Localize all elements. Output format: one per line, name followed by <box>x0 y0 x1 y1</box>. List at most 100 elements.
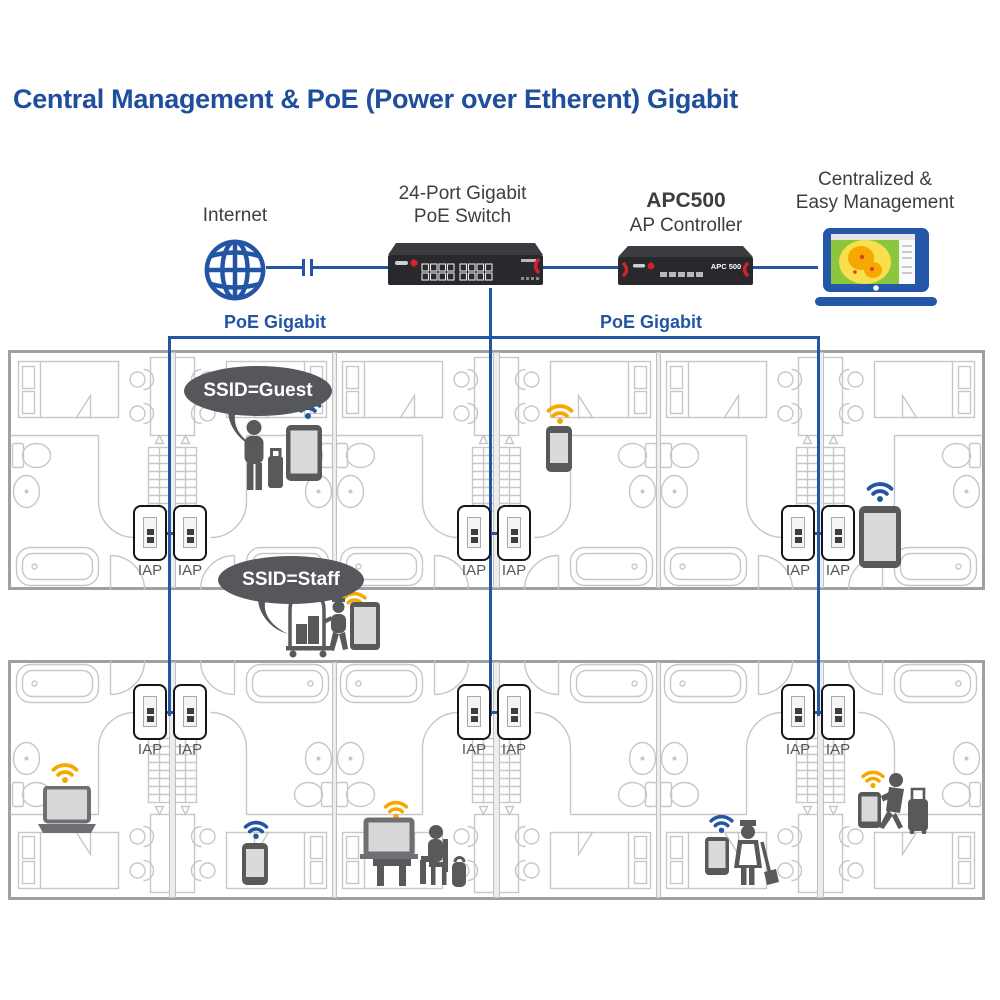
iap-label: IAP <box>825 562 851 579</box>
iap-stub-upper-right <box>808 532 829 535</box>
iap-label: IAP <box>461 741 487 758</box>
poe-drop-middle <box>489 288 492 716</box>
iap-device <box>497 684 531 740</box>
iap-device <box>781 505 815 561</box>
iap-device-face <box>791 696 805 727</box>
iap-upper-right-1: IAP <box>781 505 815 579</box>
iap-label: IAP <box>785 741 811 758</box>
iap-device-face <box>831 696 845 727</box>
iap-label: IAP <box>461 562 487 579</box>
person-at-desk-with-laptop <box>360 817 466 887</box>
iap-device-face <box>467 696 481 727</box>
traveler-with-phone-and-luggage <box>858 773 928 834</box>
iap-upper-left-1: IAP <box>133 505 167 579</box>
smartphone-icon <box>546 426 572 472</box>
iap-lower-left-1: IAP <box>133 684 167 758</box>
iap-lower-right-2: IAP <box>821 684 855 758</box>
iap-device-face <box>183 696 197 727</box>
ssid-staff-bubble: SSID=Staff <box>218 556 364 604</box>
wifi-heatmap-screen <box>831 240 899 284</box>
link-switch-to-controller <box>541 266 620 269</box>
ssid-staff-text: SSID=Staff <box>242 569 340 590</box>
iap-device-face <box>143 517 157 548</box>
iap-device <box>133 684 167 740</box>
tablet-icon <box>705 837 729 875</box>
wifi-signal-icon-blue <box>709 814 734 833</box>
iap-device-face <box>507 517 521 548</box>
iap-device <box>821 684 855 740</box>
link-break-bar-1 <box>302 259 305 276</box>
iap-upper-middle-2: IAP <box>497 505 531 579</box>
iap-label: IAP <box>501 741 527 758</box>
switch-label-line1: 24-Port Gigabit <box>398 183 527 204</box>
iap-device-face <box>507 696 521 727</box>
controller-label: APC500 AP Controller <box>600 188 772 237</box>
wifi-signal-icon-orange <box>546 404 574 424</box>
wifi-signal-icon-orange <box>51 763 79 783</box>
poe-bus-line <box>168 336 820 339</box>
management-laptop <box>815 228 937 306</box>
ssid-guest-bubble: SSID=Guest <box>184 366 332 416</box>
ssid-guest-text: SSID=Guest <box>203 380 313 401</box>
iap-label: IAP <box>137 741 163 758</box>
switch-label: 24-Port Gigabit PoE Switch <box>375 182 550 228</box>
ssid-guest-bubble-tail <box>228 410 258 448</box>
poe-drop-right <box>817 336 820 716</box>
iap-device-face <box>467 517 481 548</box>
iap-lower-right-1: IAP <box>781 684 815 758</box>
iap-device-face <box>831 517 845 548</box>
wifi-signal-icon-orange <box>861 770 885 789</box>
wifi-signal-icon-blue <box>866 482 894 502</box>
iap-device <box>781 684 815 740</box>
poe-gigabit-label-right: PoE Gigabit <box>599 312 702 332</box>
apc500-controller-device: APC 500 <box>618 246 753 285</box>
management-label: Centralized & Easy Management <box>785 168 965 214</box>
iap-label: IAP <box>177 741 203 758</box>
smartphone-icon <box>242 843 268 885</box>
laptop-icon <box>38 786 96 833</box>
iap-label: IAP <box>785 562 811 579</box>
iap-device <box>821 505 855 561</box>
controller-device-text: APC 500 <box>711 262 741 271</box>
link-break-bar-2 <box>310 259 313 276</box>
iap-device <box>457 505 491 561</box>
poe-gigabit-label-left: PoE Gigabit <box>223 312 326 332</box>
iap-device-face <box>183 517 197 548</box>
iap-device <box>173 684 207 740</box>
switch-label-line2: PoE Switch <box>413 206 512 228</box>
internet-label: Internet <box>202 205 268 226</box>
management-label-line1: Centralized & <box>817 169 933 190</box>
iap-label: IAP <box>177 562 203 579</box>
iap-device <box>133 505 167 561</box>
iap-stub-lower-left <box>159 711 180 714</box>
iap-device <box>457 684 491 740</box>
iap-device-face <box>791 517 805 548</box>
wifi-signal-icon-blue <box>243 820 269 840</box>
iap-lower-left-2: IAP <box>173 684 207 758</box>
iap-label: IAP <box>137 562 163 579</box>
iap-lower-middle-1: IAP <box>457 684 491 758</box>
iap-label: IAP <box>825 741 851 758</box>
link-internet-to-switch <box>266 266 302 269</box>
internet-globe-icon <box>204 239 266 301</box>
poe-switch-device <box>388 243 543 285</box>
iap-stub-upper-left <box>159 532 180 535</box>
iap-label: IAP <box>501 562 527 579</box>
iap-upper-middle-1: IAP <box>457 505 491 579</box>
maid-with-broom <box>734 820 779 885</box>
guest-with-tablet <box>244 420 322 490</box>
iap-upper-left-2: IAP <box>173 505 207 579</box>
iap-device <box>497 505 531 561</box>
iap-upper-right-2: IAP <box>821 505 855 579</box>
link-break-to-switch <box>313 266 390 269</box>
controller-name: AP Controller <box>629 214 743 236</box>
management-label-line2: Easy Management <box>795 192 955 214</box>
controller-model: APC500 <box>646 189 726 212</box>
ssid-staff-bubble-tail <box>258 598 288 634</box>
link-controller-to-laptop <box>751 266 818 269</box>
iap-lower-middle-2: IAP <box>497 684 531 758</box>
iap-device-face <box>143 696 157 727</box>
page-title: Central Management & PoE (Power over Eth… <box>13 84 738 114</box>
iap-device <box>173 505 207 561</box>
tablet-icon <box>859 506 901 568</box>
